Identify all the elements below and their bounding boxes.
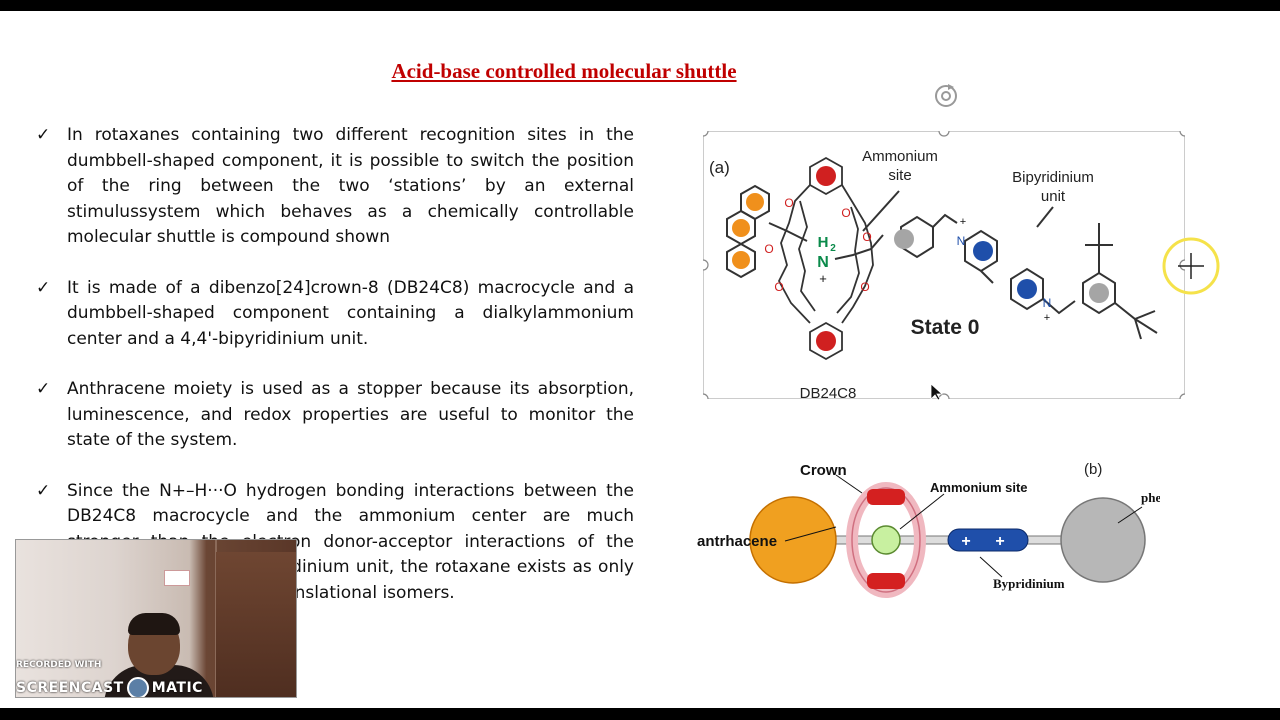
door xyxy=(216,552,296,697)
slide-title: Acid-base controlled molecular shuttle xyxy=(391,59,737,83)
anthracene-dot xyxy=(746,193,764,211)
phenyl-dot xyxy=(1089,283,1109,303)
webcam-overlay: RECORDED WITH SCREENCAST MATIC xyxy=(15,539,297,698)
charge-plus: + xyxy=(819,271,827,286)
resize-handle[interactable] xyxy=(1179,131,1185,137)
resize-handle[interactable] xyxy=(703,393,709,399)
checkmark-icon: ✓ xyxy=(36,480,51,501)
rotaxane-structure-figure[interactable]: (a) O O O O O O H xyxy=(703,131,1185,399)
mouse-pointer-icon xyxy=(930,383,943,401)
resize-handle[interactable] xyxy=(1179,393,1185,399)
bipyridinium-unit-label: unit xyxy=(1041,188,1066,205)
resize-handle[interactable] xyxy=(1179,259,1185,271)
phenyl-sphere xyxy=(1060,497,1146,583)
ammonium-site-label: Ammonium site xyxy=(930,480,1028,495)
crown-aromatic-dot xyxy=(816,331,836,351)
bipyridinium-dot xyxy=(973,241,993,261)
pyridinium-nitrogen: N xyxy=(957,234,966,248)
resize-handle[interactable] xyxy=(938,393,950,399)
anthracene-sphere xyxy=(749,496,837,584)
oxygen-atom: O xyxy=(774,280,783,294)
oxygen-atom: O xyxy=(784,196,793,210)
axle-chain xyxy=(768,190,1158,340)
oxygen-atom: O xyxy=(860,280,869,294)
ammonium-site-label: Ammonium xyxy=(862,148,938,165)
selection-frame xyxy=(703,131,1185,399)
charge-plus: + xyxy=(961,533,970,550)
rotaxane-cartoon-figure: + + Crown Ammonium site antrhacene (b) p… xyxy=(697,461,1160,598)
logo-left-text: SCREENCAST xyxy=(16,680,124,696)
oxygen-atom: O xyxy=(764,242,773,256)
presenter-hair xyxy=(128,613,180,635)
bipyridinium-dot xyxy=(1017,279,1037,299)
oxygen-atom: O xyxy=(841,206,850,220)
logo-o-icon xyxy=(126,677,149,697)
bullet-item: ✓ Anthracene moiety is used as a stopper… xyxy=(36,377,634,454)
checkmark-icon: ✓ xyxy=(36,379,51,399)
cursor-highlight-icon xyxy=(1162,237,1220,295)
rotate-handle-icon[interactable] xyxy=(932,82,960,110)
ammonium-site-label: site xyxy=(888,167,911,184)
charge-plus: + xyxy=(995,533,1004,550)
db24c8-label: DB24C8 xyxy=(800,385,857,399)
slide: Acid-base controlled molecular shuttle ✓… xyxy=(0,11,1280,708)
bypridinium-label: Bypridinium xyxy=(993,576,1065,591)
crown-label: Crown xyxy=(800,462,847,479)
crown-aromatic xyxy=(867,573,905,589)
panel-b-label: (b) xyxy=(1084,461,1102,478)
recorded-with-label: RECORDED WITH xyxy=(16,660,102,670)
resize-handle[interactable] xyxy=(703,131,709,137)
anthracene-dot xyxy=(732,219,750,237)
phenyl-dot xyxy=(894,229,914,249)
checkmark-icon: ✓ xyxy=(36,277,51,298)
checkmark-icon: ✓ xyxy=(36,125,51,145)
pyridinium-nitrogen: N xyxy=(1043,296,1052,310)
panel-a-label: (a) xyxy=(709,158,730,177)
wall-sticker xyxy=(164,570,190,586)
bullet-text: It is made of a dibenzo[24]crown-8 (DB24… xyxy=(67,277,634,349)
hydrogen-subscript: 2 xyxy=(830,243,836,254)
charge-plus: + xyxy=(960,216,966,228)
state-label: State 0 xyxy=(911,316,980,339)
resize-handle[interactable] xyxy=(938,131,950,137)
screencast-logo: SCREENCAST MATIC xyxy=(16,677,203,697)
bullet-text: Anthracene moiety is used as a stopper b… xyxy=(67,379,634,450)
anthracene-stopper xyxy=(726,184,770,279)
logo-right-text: MATIC xyxy=(151,680,203,696)
bullet-text: In rotaxanes containing two different re… xyxy=(67,125,634,247)
anthracene-dot xyxy=(732,251,750,269)
bullet-item: ✓ In rotaxanes containing two different … xyxy=(36,123,634,251)
charge-plus: + xyxy=(1044,312,1050,324)
hydrogen-label: H xyxy=(818,234,829,251)
ammonium-nitrogen: N xyxy=(817,254,829,271)
bipyridinium-cylinder xyxy=(947,528,1029,552)
crown-aromatic-dot xyxy=(816,166,836,186)
oxygen-atom: O xyxy=(862,230,871,244)
crown-macrocycle xyxy=(777,156,874,361)
bullet-item: ✓ It is made of a dibenzo[24]crown-8 (DB… xyxy=(36,276,634,353)
crown-aromatic xyxy=(867,489,905,505)
bipyridinium-unit-label: Bipyridinium xyxy=(1012,169,1094,186)
phenyl-label: phenyl xyxy=(1141,490,1160,505)
ammonium-site-sphere xyxy=(871,525,901,555)
anthracene-label: antrhacene xyxy=(697,533,777,550)
resize-handle[interactable] xyxy=(703,259,709,271)
